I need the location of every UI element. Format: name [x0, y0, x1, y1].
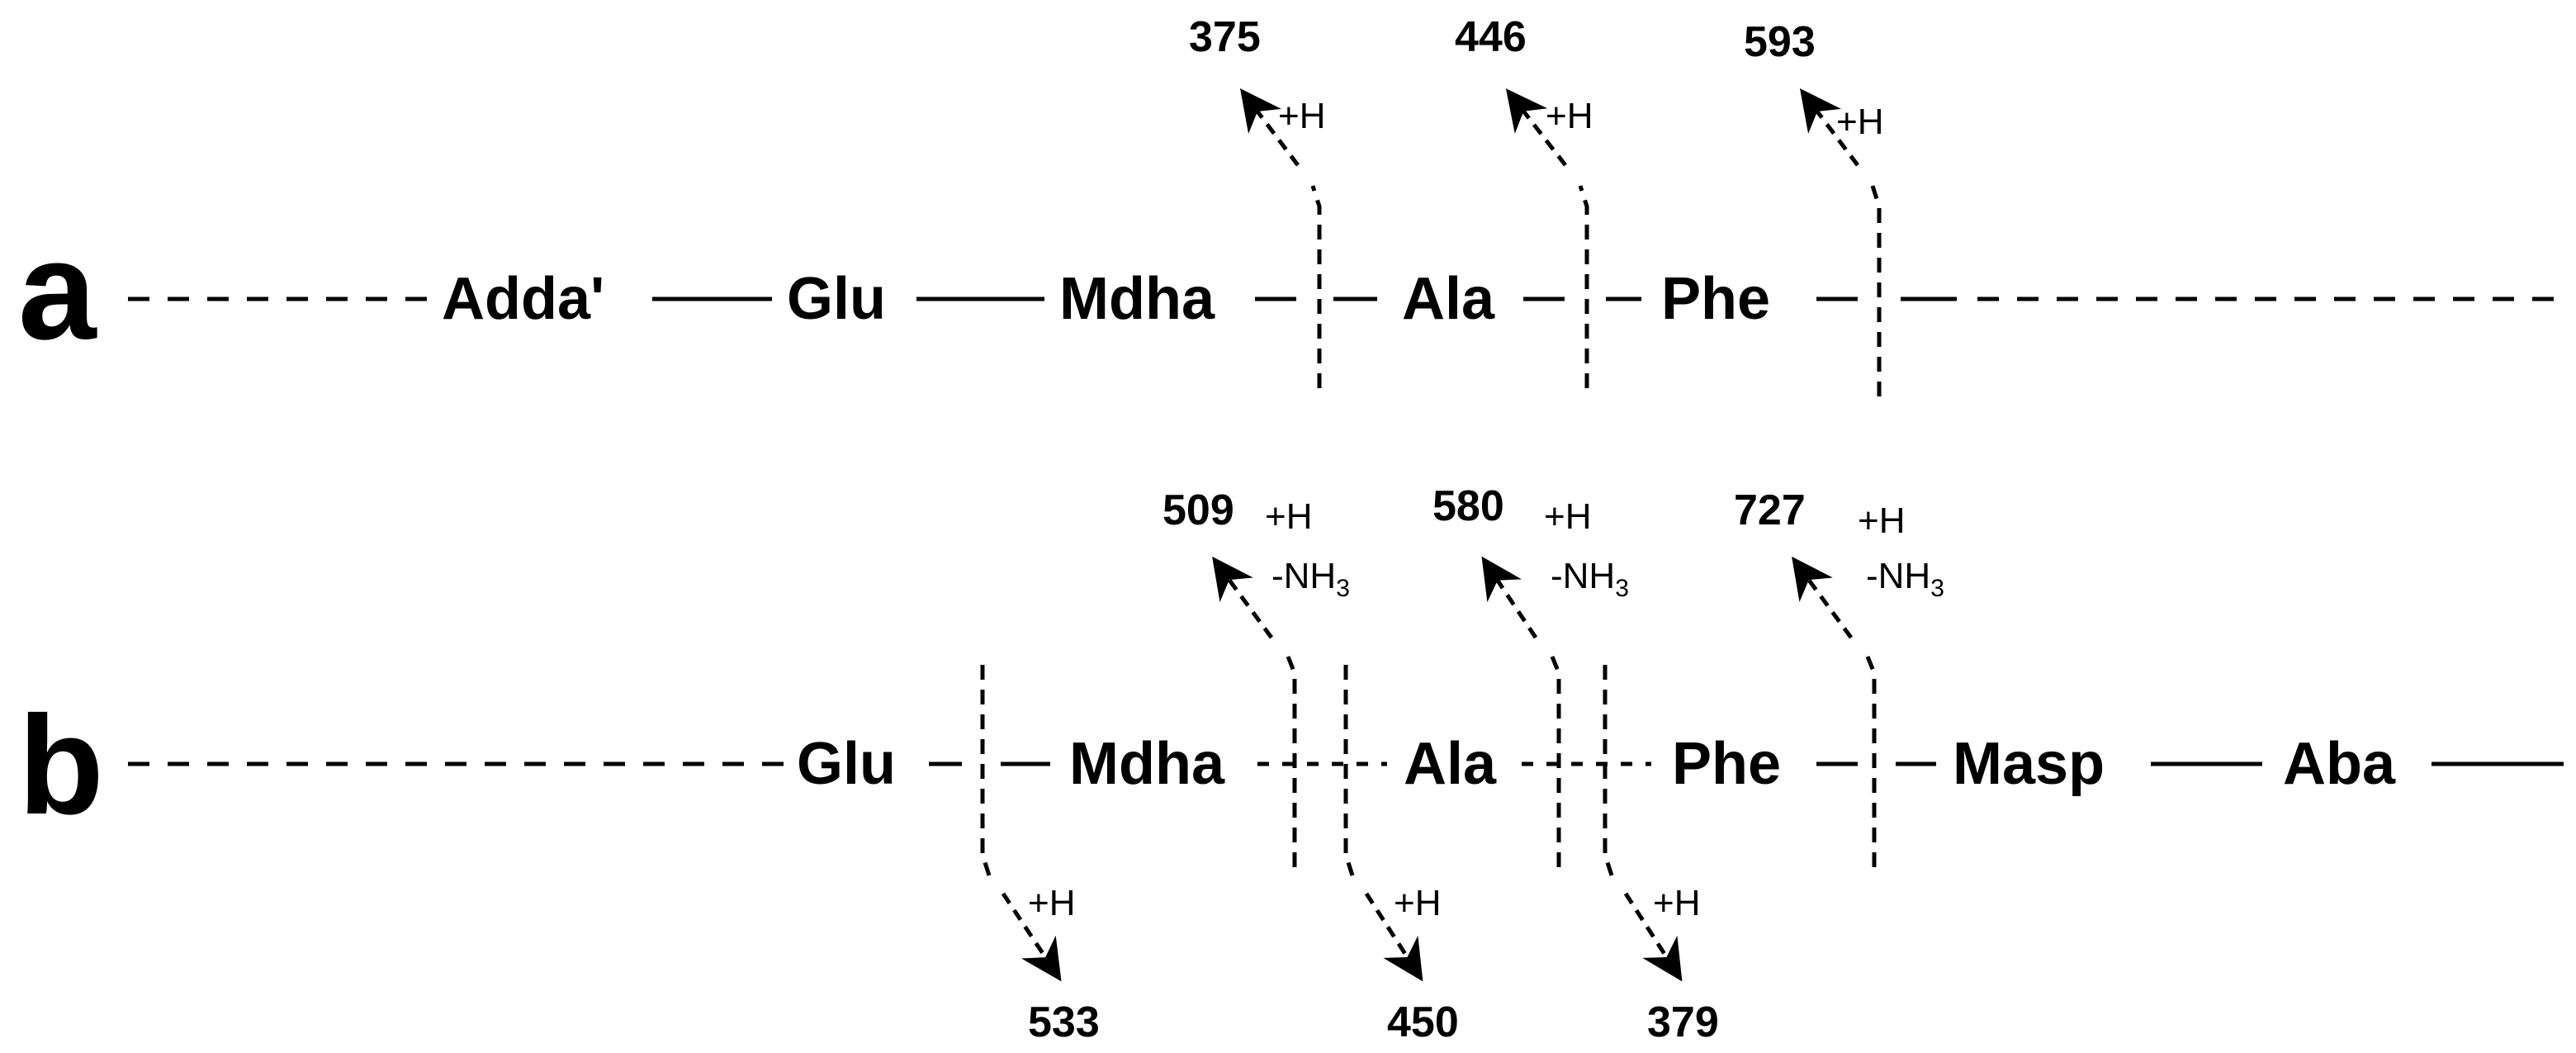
fragment-379: +H 379	[1603, 665, 1719, 1046]
fragment-533: +H 533	[980, 665, 1100, 1046]
fragment-arrow	[1505, 88, 1567, 167]
residue-ala: Ala	[1404, 731, 1497, 797]
cleavage-line	[1603, 665, 1614, 876]
residue-mdha: Mdha	[1059, 266, 1215, 332]
fragment-arrow	[1623, 892, 1683, 982]
fragment-loss: -NH3	[1551, 556, 1629, 602]
residue-masp: Masp	[1953, 731, 2105, 797]
cleavage-line	[1550, 656, 1561, 867]
fragment-mass: 580	[1432, 482, 1504, 530]
fragment-580: 580 +H -NH3	[1432, 482, 1629, 867]
fragment-593: 593 +H	[1744, 18, 1883, 396]
cleavage-line	[1310, 185, 1322, 388]
fragment-loss: -NH3	[1271, 556, 1350, 602]
fragment-loss: -NH3	[1866, 556, 1944, 602]
fragment-mass: 533	[1028, 998, 1100, 1046]
fragment-mass: 446	[1455, 13, 1527, 61]
panel-label-a: a	[18, 212, 97, 369]
fragment-arrow	[1481, 556, 1538, 639]
fragment-450: +H 450	[1343, 665, 1459, 1046]
residue-mdha: Mdha	[1069, 731, 1225, 797]
fragment-727: 727 +H -NH3	[1734, 486, 1944, 867]
fragment-adduct: +H	[1265, 496, 1312, 537]
panel-a: a Adda' Glu Mdha Ala Phe 375 +H 446 +H	[18, 13, 2568, 396]
fragment-arrow	[1001, 892, 1062, 982]
residue-adda: Adda'	[442, 266, 604, 332]
fragment-adduct: +H	[1836, 102, 1883, 142]
fragment-arrow	[1212, 556, 1274, 639]
fragment-adduct: +H	[1653, 883, 1700, 923]
residue-ala: Ala	[1402, 266, 1495, 332]
fragment-arrow	[1364, 892, 1423, 982]
cleavage-line	[1343, 665, 1355, 876]
panel-b: b Glu Mdha Ala Phe Masp Aba 509 +H -NH3 …	[18, 482, 2564, 1046]
fragment-mass: 450	[1387, 998, 1459, 1046]
residue-phe: Phe	[1672, 731, 1781, 797]
cleavage-line	[1870, 185, 1882, 396]
residue-glu: Glu	[797, 731, 896, 797]
fragment-375: 375 +H	[1189, 13, 1325, 388]
cleavage-line	[1865, 656, 1877, 867]
residue-aba: Aba	[2283, 731, 2396, 797]
fragment-adduct: +H	[1028, 883, 1075, 923]
residue-phe: Phe	[1661, 266, 1770, 332]
fragment-mass: 375	[1189, 13, 1261, 61]
cleavage-line	[1286, 656, 1297, 867]
fragment-509: 509 +H -NH3	[1163, 486, 1350, 867]
fragment-arrow	[1799, 88, 1859, 167]
residue-glu: Glu	[787, 266, 886, 332]
fragment-mass: 593	[1744, 18, 1816, 66]
fragment-adduct: +H	[1544, 496, 1591, 537]
fragment-adduct: +H	[1278, 96, 1325, 136]
fragment-446: 446 +H	[1455, 13, 1593, 388]
cleavage-line	[1578, 185, 1589, 388]
fragment-arrow	[1792, 556, 1854, 639]
fragment-adduct: +H	[1546, 96, 1593, 136]
cleavage-line	[980, 665, 992, 876]
fragment-adduct: +H	[1394, 883, 1441, 923]
fragment-mass: 727	[1734, 486, 1806, 534]
fragment-mass: 509	[1163, 486, 1234, 534]
fragment-mass: 379	[1647, 998, 1719, 1046]
fragment-arrow	[1239, 88, 1300, 167]
fragment-adduct: +H	[1858, 500, 1905, 541]
panel-label-b: b	[18, 687, 104, 844]
